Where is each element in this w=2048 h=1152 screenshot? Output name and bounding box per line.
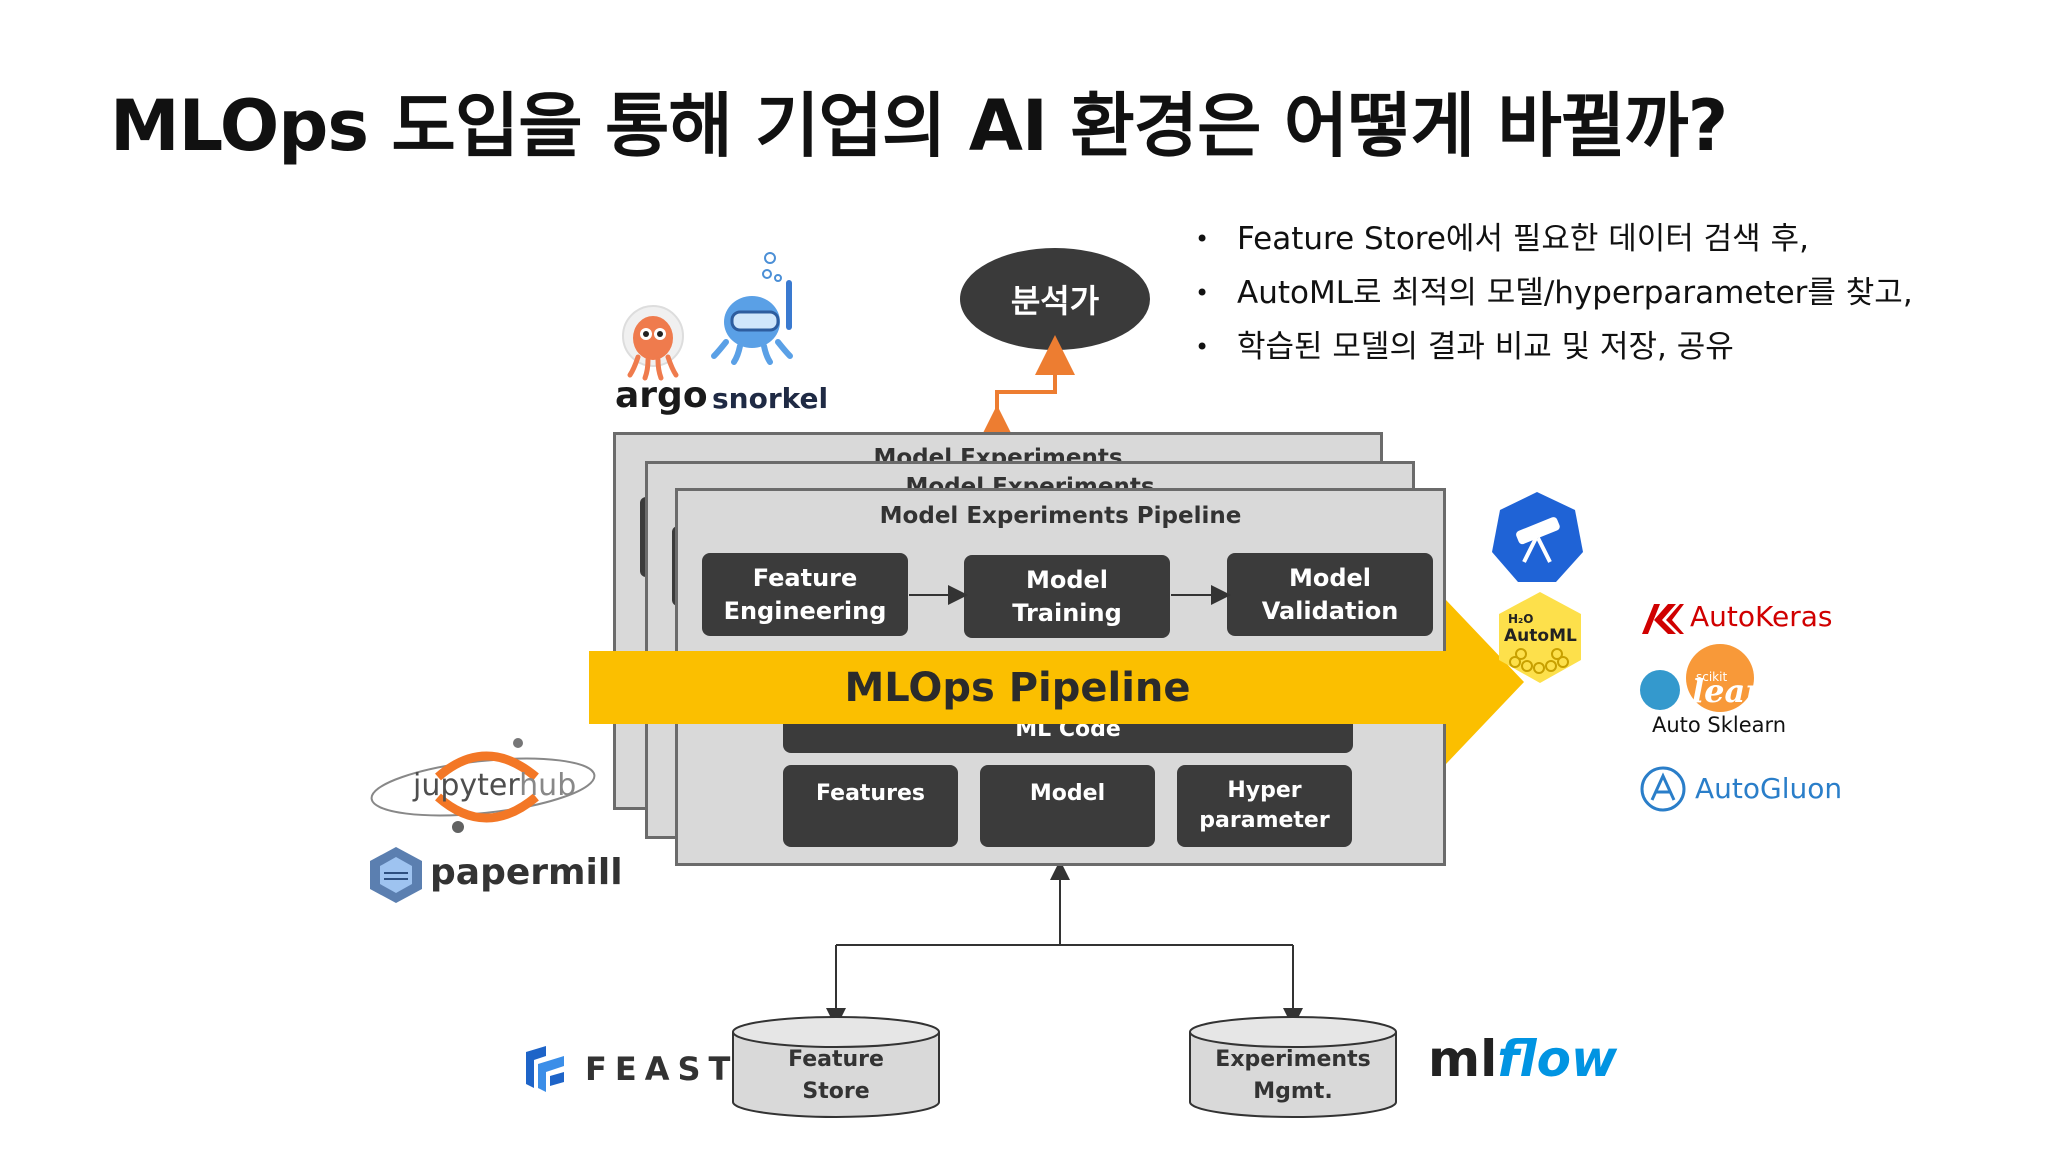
papermill-label: papermill — [430, 852, 623, 893]
bullet-marker: • — [1195, 333, 1210, 361]
analyst-connector — [977, 335, 1075, 445]
autogluon-label: AutoGluon — [1695, 772, 1843, 805]
kubeflow-katib-telescope-icon — [1492, 492, 1583, 582]
argo-octopus-icon — [622, 305, 684, 381]
experiments-mgmt-cylinder — [1189, 1016, 1397, 1118]
sklearn-small-label: scikit — [1696, 670, 1728, 684]
bullet-marker: • — [1195, 279, 1210, 307]
bullet-text: AutoML로 최적의 모델/hyperparameter를 찾고, — [1237, 275, 1913, 311]
auto-sklearn-label: Auto Sklearn — [1652, 713, 1787, 737]
bullet-text: 학습된 모델의 결과 비교 및 저장, 공유 — [1237, 329, 1734, 365]
jupyterhub-logo-icon — [370, 738, 596, 833]
h2o-automl-icon — [1499, 592, 1581, 683]
bullet-marker: • — [1195, 225, 1210, 253]
feast-label: FEAST — [585, 1050, 739, 1088]
automl-label: AutoML — [1504, 626, 1577, 646]
mlops-pipeline-label: MLOps Pipeline — [844, 664, 1191, 711]
feast-logo-icon — [526, 1046, 564, 1092]
autokeras-logo-icon — [1642, 604, 1684, 634]
feature-store-cylinder — [732, 1016, 940, 1118]
panel-front-title: Model Experiments Pipeline — [879, 503, 1242, 529]
bullet-text: Feature Store에서 필요한 데이터 검색 후, — [1237, 221, 1809, 257]
mlops-pipeline-banner-arrow — [589, 600, 1524, 764]
model-box: Model — [980, 765, 1155, 847]
papermill-cube-icon — [370, 847, 422, 903]
mlflow-label: mlflow — [1428, 1030, 1618, 1088]
bullet-item: • AutoML로 최적의 모델/hyperparameter를 찾고, — [1195, 266, 1913, 320]
autogluon-logo-icon — [1640, 766, 1686, 812]
snorkel-label: snorkel — [712, 382, 829, 415]
bullet-list: • Feature Store에서 필요한 데이터 검색 후, • AutoML… — [1195, 212, 1913, 374]
bullet-item: • 학습된 모델의 결과 비교 및 저장, 공유 — [1195, 320, 1913, 374]
h2o-label: H₂O — [1508, 612, 1534, 626]
autokeras-label: AutoKeras — [1690, 600, 1833, 633]
snorkel-octopus-icon — [711, 252, 793, 365]
argo-label: argo — [615, 375, 708, 416]
page-title: MLOps 도입을 통해 기업의 AI 환경은 어떻게 바뀔까? — [110, 85, 1728, 167]
features-box: Features — [783, 765, 958, 847]
sklearn-learn-label: learn — [1692, 672, 1786, 710]
jupyterhub-label: jupyterhub — [413, 768, 577, 803]
bullet-item: • Feature Store에서 필요한 데이터 검색 후, — [1195, 212, 1913, 266]
sklearn-logo-icon — [1640, 644, 1754, 712]
analyst-node: 분석가 — [960, 248, 1150, 350]
